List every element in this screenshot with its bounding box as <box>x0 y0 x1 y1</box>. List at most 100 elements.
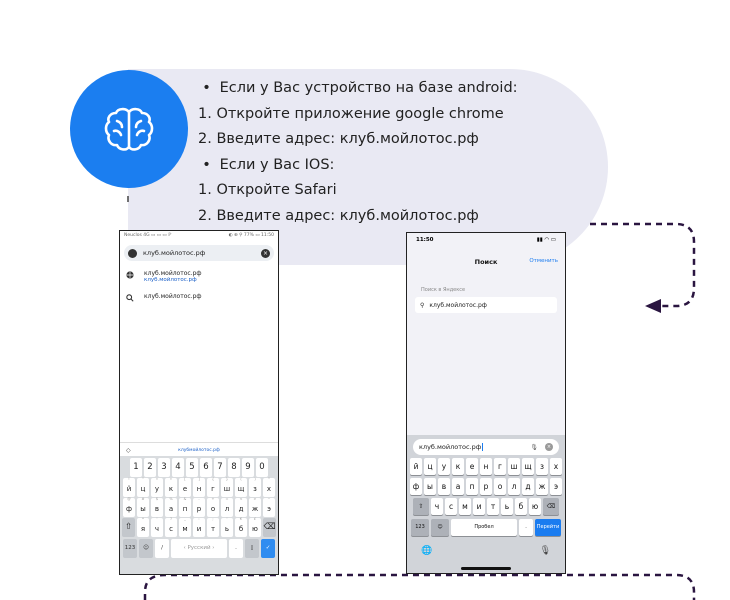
key[interactable]: г <box>494 458 506 475</box>
key[interactable]: 7 <box>214 458 226 477</box>
key[interactable]: 'ч <box>151 517 163 537</box>
key[interactable]: [е <box>179 477 191 497</box>
key[interactable]: ц <box>424 458 436 475</box>
key[interactable]: б <box>515 498 527 515</box>
key[interactable]: »к <box>165 477 177 497</box>
key[interactable]: {г <box>207 477 219 497</box>
numbers-key[interactable]: 123 <box>411 519 429 536</box>
suggestion-item[interactable]: клуб.мойлотос.рф клуб.мойлотос.рф <box>120 265 278 288</box>
address-input[interactable]: клуб.мойлотос.рф 🎙 × <box>413 439 559 455</box>
key[interactable]: +о <box>207 497 219 517</box>
key[interactable]: р <box>480 478 492 495</box>
key[interactable]: ы <box>424 478 436 495</box>
key[interactable]: $в <box>151 497 163 517</box>
key[interactable]: ш <box>508 458 520 475</box>
key[interactable]: ?с <box>165 517 177 537</box>
shift-key[interactable]: ⇧ <box>413 498 429 515</box>
key[interactable]: "ц <box>137 477 149 497</box>
key[interactable]: <д <box>235 497 247 517</box>
delete-key[interactable]: ⌫ <box>543 498 559 515</box>
mic-icon[interactable]: 🎙 <box>530 443 538 451</box>
key[interactable]: 1 <box>130 458 142 477</box>
suggestion-item[interactable]: клуб.мойлотос.рф <box>120 288 278 307</box>
key[interactable]: ю <box>529 498 541 515</box>
key[interactable]: 8 <box>228 458 240 477</box>
key[interactable]: )з <box>249 477 261 497</box>
key[interactable]: т <box>487 498 499 515</box>
key[interactable]: с <box>445 498 457 515</box>
enter-key[interactable]: ✓ <box>261 538 275 558</box>
delete-key[interactable]: ⌫ <box>263 518 276 537</box>
key[interactable]: 4 <box>172 458 184 477</box>
bar-text[interactable]: клубмойлотос.рф <box>178 448 220 453</box>
key[interactable]: #ы <box>137 497 149 517</box>
key[interactable]: =л <box>221 497 233 517</box>
key[interactable]: !й <box>123 477 135 497</box>
key[interactable]: в <box>438 478 450 495</box>
clear-icon[interactable]: × <box>261 248 270 258</box>
key[interactable]: э <box>550 478 562 495</box>
key[interactable]: (щ <box>235 477 247 497</box>
key[interactable]: з <box>536 458 548 475</box>
key[interactable]: н <box>480 458 492 475</box>
mic-icon[interactable]: 🎙 <box>539 546 551 556</box>
key[interactable]: е <box>466 458 478 475</box>
key[interactable]: й <box>410 458 422 475</box>
key[interactable]: -р <box>193 497 205 517</box>
key[interactable]: и <box>473 498 485 515</box>
key[interactable]: 'ь <box>221 517 233 537</box>
key[interactable]: 2 <box>144 458 156 477</box>
key[interactable]: м <box>459 498 471 515</box>
slash-key[interactable]: / <box>155 538 169 558</box>
key[interactable]: _м <box>179 517 191 537</box>
key[interactable]: 5 <box>186 458 198 477</box>
key[interactable]: :и <box>193 517 205 537</box>
key[interactable]: €б <box>235 517 247 537</box>
key[interactable]: ]н <box>193 477 205 497</box>
dot-key[interactable]: . <box>229 538 243 558</box>
key[interactable]: щ <box>522 458 534 475</box>
emoji-key[interactable]: ☺ <box>431 519 449 536</box>
key[interactable]: ф <box>410 478 422 495</box>
key[interactable]: *я <box>137 517 149 537</box>
key[interactable]: ^х <box>263 477 275 497</box>
search-suggestion[interactable]: ⚲ клуб.мойлотос.рф <box>415 297 557 313</box>
key[interactable]: ~э <box>263 497 275 517</box>
key[interactable]: 0 <box>256 458 268 477</box>
chevron-icon[interactable]: ◇ <box>126 447 131 454</box>
key[interactable]: д <box>522 478 534 495</box>
key[interactable]: а <box>452 478 464 495</box>
numbers-key[interactable]: 123 <box>123 538 137 558</box>
go-button[interactable]: Перейти <box>535 519 561 536</box>
cancel-button[interactable]: Отменить <box>529 258 558 264</box>
key[interactable]: «у <box>151 477 163 497</box>
key[interactable]: %а <box>165 497 177 517</box>
key[interactable]: >ж <box>249 497 261 517</box>
space-key[interactable]: Пробел <box>451 519 517 536</box>
key[interactable]: х <box>550 458 562 475</box>
key[interactable]: 9 <box>242 458 254 477</box>
key[interactable]: о <box>494 478 506 495</box>
key[interactable]: ь <box>501 498 513 515</box>
key[interactable]: 6 <box>200 458 212 477</box>
emoji-key[interactable]: ☺ <box>139 538 153 558</box>
chrome-address-bar[interactable]: клуб.мойлотос.рф × <box>124 245 274 261</box>
globe-icon[interactable]: 🌐 <box>421 546 433 556</box>
shift-key[interactable]: ⇧ <box>122 518 135 537</box>
key[interactable]: &п <box>179 497 191 517</box>
key[interactable]: ч <box>431 498 443 515</box>
key[interactable]: л <box>508 478 520 495</box>
key[interactable]: 3 <box>158 458 170 477</box>
key[interactable]: у <box>438 458 450 475</box>
key[interactable]: £ю <box>249 517 261 537</box>
key[interactable]: ;т <box>207 517 219 537</box>
key[interactable]: }ш <box>221 477 233 497</box>
dot-key[interactable]: . <box>519 519 533 536</box>
clear-icon[interactable]: × <box>545 443 553 451</box>
key[interactable]: @ф <box>123 497 135 517</box>
space-key[interactable]: ‹ Русский › <box>171 538 227 558</box>
key[interactable]: к <box>452 458 464 475</box>
mic-key[interactable]: ▯ <box>245 538 259 558</box>
key[interactable]: п <box>466 478 478 495</box>
key[interactable]: ж <box>536 478 548 495</box>
